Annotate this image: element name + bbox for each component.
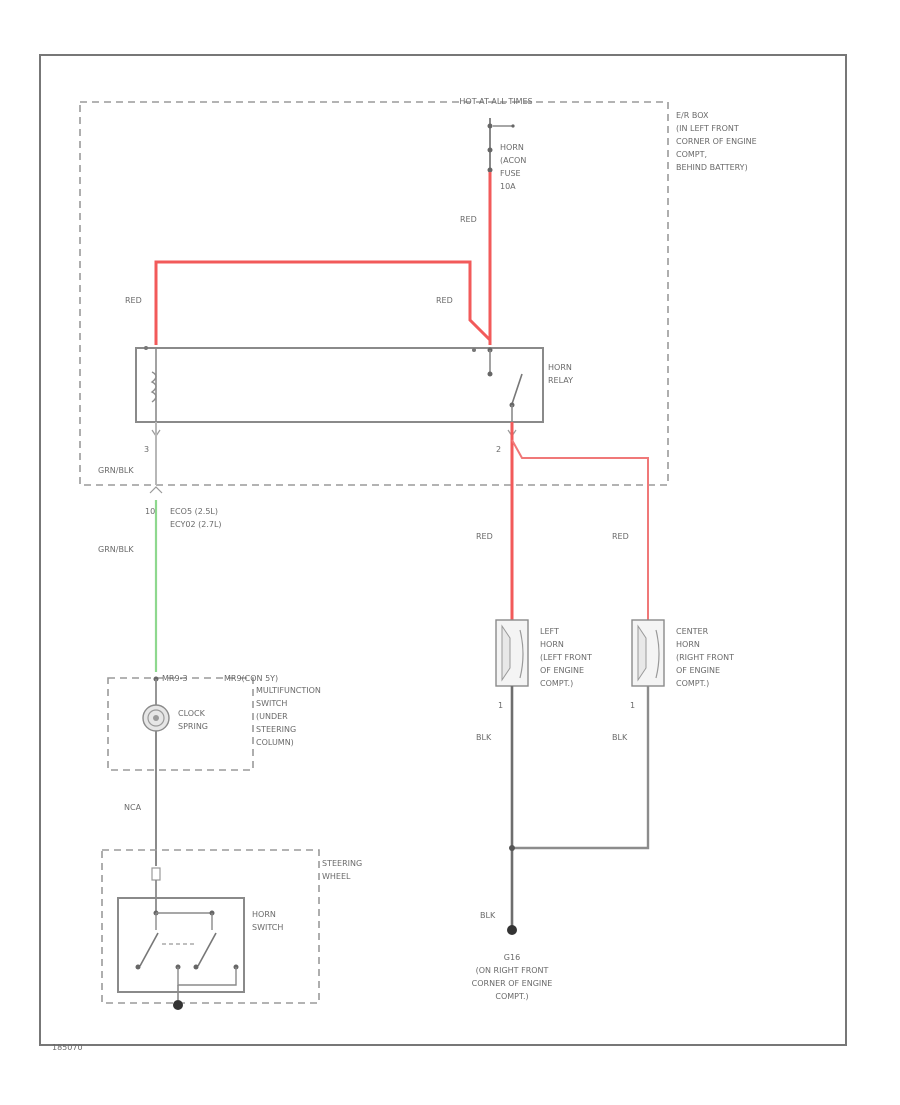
- ground-icon: [507, 925, 517, 935]
- left-horn-label-3: (LEFT FRONT: [540, 653, 592, 662]
- wire-relay-to-center-horn: [511, 439, 649, 620]
- ground-location-3: COMPT.): [495, 992, 528, 1001]
- horn-switch-label-1: HORN: [252, 910, 276, 919]
- ground-id: G16: [504, 953, 520, 962]
- wire-label-fuse-to-relay: RED: [460, 215, 477, 224]
- left-horn-icon: [495, 619, 529, 687]
- center-horn-pin: 1: [630, 701, 635, 710]
- wire-center-horn-ground: [512, 686, 650, 850]
- wire-label-relay-loop-left: RED: [125, 296, 142, 305]
- center-horn-icon: [631, 619, 665, 687]
- fuse-box-location-2: (IN LEFT FRONT: [676, 124, 739, 133]
- wire-label-relay-out-right: RED: [612, 532, 629, 541]
- wire-relay-loop: [154, 260, 492, 345]
- ground-location-2: CORNER OF ENGINE: [472, 979, 553, 988]
- wire-label-clock-to-switch: NCA: [124, 803, 142, 812]
- connector-pin: 10: [145, 507, 155, 516]
- clock-spring-label-1: CLOCK: [178, 709, 206, 718]
- left-horn-label-2: HORN: [540, 640, 564, 649]
- steering-wheel-outline: [101, 849, 320, 1004]
- connector-ec05: [149, 486, 163, 494]
- steering-wheel-label-1: STEERING: [322, 859, 362, 868]
- clock-spring-connector-right: MR9(CON 5Y): [224, 674, 278, 683]
- left-horn-label-5: COMPT.): [540, 679, 573, 688]
- center-horn-label-4: OF ENGINE: [676, 666, 720, 675]
- relay-connector-arrows: [151, 429, 517, 438]
- fuse-box-location-1: E/R BOX: [676, 111, 709, 120]
- wire-label-grn-blk-bottom: GRN/BLK: [98, 545, 134, 554]
- fuse-box-location-4: COMPT,: [676, 150, 707, 159]
- horn-relay-box: [135, 347, 544, 423]
- wire-label-relay-out-left: RED: [476, 532, 493, 541]
- clock-spring-label-2: SPRING: [178, 722, 208, 731]
- left-horn-pin: 1: [498, 701, 503, 710]
- fuse-label-2: (ACON: [500, 156, 526, 165]
- clock-spring-outline: [107, 677, 254, 771]
- multifunction-switch-label-3: (UNDER: [256, 712, 288, 721]
- wire-label-relay-loop-right: RED: [436, 296, 453, 305]
- relay-label-1: HORN: [548, 363, 572, 372]
- ground-splice: [509, 845, 515, 851]
- relay-label-2: RELAY: [548, 376, 573, 385]
- relay-pin-left: 3: [144, 445, 149, 454]
- steering-connector: [151, 867, 161, 881]
- fuse-box-outline: [79, 101, 669, 486]
- left-horn-label-4: OF ENGINE: [540, 666, 584, 675]
- connector-line-2: ECY02 (2.7L): [170, 520, 222, 529]
- diagram-code: 185070: [52, 1043, 83, 1052]
- connector-line-1: ECO5 (2.5L): [170, 507, 218, 516]
- fuse-label-4: 10A: [500, 182, 516, 191]
- ground-location-1: (ON RIGHT FRONT: [476, 966, 549, 975]
- left-horn-label-1: LEFT: [540, 627, 559, 636]
- fuse-label-1: HORN: [500, 143, 524, 152]
- fuse-label-3: FUSE: [500, 169, 521, 178]
- horn-fuse: [487, 118, 515, 173]
- multifunction-switch-label-1: MULTIFUNCTION: [256, 686, 321, 695]
- horn-switch-box: [117, 897, 245, 993]
- horn-switch-label-2: SWITCH: [252, 923, 283, 932]
- wire-label-center-horn-ground: BLK: [612, 733, 628, 742]
- fuse-box-location-5: BEHIND BATTERY): [676, 163, 748, 172]
- relay-pin-right: 2: [496, 445, 501, 454]
- multifunction-switch-label-2: SWITCH: [256, 699, 287, 708]
- outer-frame: [39, 54, 847, 1046]
- clock-spring-icon: [142, 704, 170, 732]
- steering-wheel-label-2: WHEEL: [322, 872, 351, 881]
- wire-label-left-horn-ground: BLK: [476, 733, 492, 742]
- horn-switch-contacts: [135, 910, 239, 1010]
- relay-coil: [144, 346, 476, 422]
- center-horn-label-3: (RIGHT FRONT: [676, 653, 734, 662]
- relay-switch: [487, 347, 523, 422]
- wire-label-ground: BLK: [480, 911, 496, 920]
- fuse-box-location-3: CORNER OF ENGINE: [676, 137, 757, 146]
- wire-label-grn-blk-top: GRN/BLK: [98, 466, 134, 475]
- multifunction-switch-label-5: COLUMN): [256, 738, 294, 747]
- multifunction-switch-label-4: STEERING: [256, 725, 296, 734]
- center-horn-label-2: HORN: [676, 640, 700, 649]
- clock-spring-connector-left: MR9-3: [162, 674, 188, 683]
- center-horn-label-1: CENTER: [676, 627, 709, 636]
- power-label: HOT AT ALL TIMES: [459, 97, 532, 106]
- center-horn-label-5: COMPT.): [676, 679, 709, 688]
